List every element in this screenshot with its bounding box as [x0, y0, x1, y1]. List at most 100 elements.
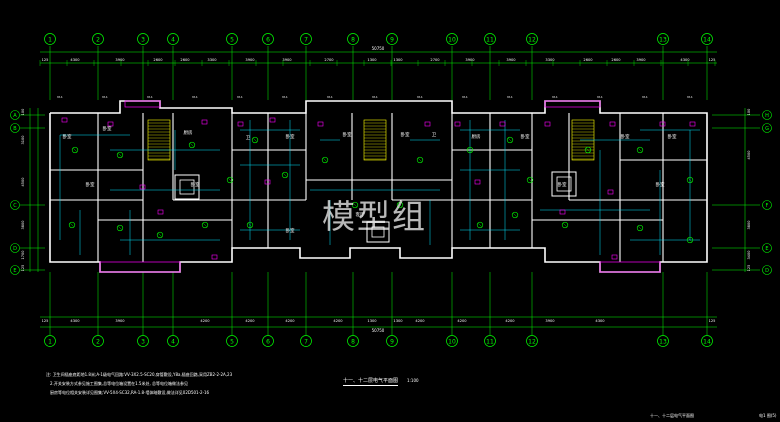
distribution-box-icon	[317, 121, 324, 127]
light-fixture-icon	[636, 146, 644, 154]
axis-bubble-top	[92, 33, 104, 45]
light-fixture-cross	[467, 147, 473, 153]
axis-bubble-right	[762, 110, 772, 120]
room-label: 卧室	[191, 181, 200, 188]
dim-text-top: 3900	[465, 58, 475, 62]
light-fixture-cross	[157, 232, 163, 238]
room-label: 卧室	[621, 133, 630, 140]
light-fixture-cross	[687, 177, 693, 183]
axis-label-right: D	[765, 268, 769, 274]
window-tag: M-1	[507, 95, 513, 99]
axis-bubble-top	[526, 33, 538, 45]
dim-text-top: 3900	[282, 58, 292, 62]
light-fixture-cross	[637, 225, 643, 231]
light-fixture-icon	[201, 221, 209, 229]
distribution-box-icon	[211, 254, 218, 260]
dim-text-top: 125	[42, 58, 49, 62]
axis-bubble-top	[226, 33, 238, 45]
room-label: 卧室	[401, 131, 410, 138]
light-fixture-cross	[282, 172, 288, 178]
axis-bubble-top	[446, 33, 458, 45]
distribution-box-icon	[499, 121, 506, 127]
distribution-box-icon	[607, 189, 614, 195]
elevator-car	[371, 226, 385, 238]
light-fixture-icon	[116, 151, 124, 159]
axis-bubble-bottom	[446, 335, 458, 347]
light-fixture-cross	[117, 152, 123, 158]
axis-label-top: 12	[528, 37, 536, 44]
axis-bubble-bottom	[262, 335, 274, 347]
axis-bubble-top	[300, 33, 312, 45]
distribution-box-icon	[611, 254, 618, 260]
light-fixture-icon	[321, 156, 329, 164]
drawing-scale: 1:100	[407, 378, 419, 383]
light-fixture-cross	[527, 177, 533, 183]
axis-bubble-left	[10, 110, 20, 120]
balcony	[99, 261, 181, 273]
window-tag: M-1	[237, 95, 243, 99]
room-label: 卧室	[668, 133, 677, 140]
dim-text-bottom: 125	[42, 319, 49, 323]
corner-title: 十一、十二层电气平面图	[650, 413, 694, 418]
room-label: 卧室	[558, 181, 567, 188]
dim-text-bottom: 4200	[285, 319, 295, 323]
room-label: 卫	[246, 135, 251, 141]
dim-text-bottom: 1300	[367, 319, 377, 323]
dim-text-top: 3900	[245, 58, 255, 62]
axis-label-bottom: 4	[171, 339, 175, 346]
axis-bubble-top	[44, 33, 56, 45]
dim-text-right: 3400	[747, 251, 751, 260]
room-label: 卧室	[656, 181, 665, 188]
light-fixture-icon	[188, 141, 196, 149]
window-tag: M-1	[462, 95, 468, 99]
distribution-box-icon	[269, 117, 276, 123]
axis-bubble-left	[10, 123, 20, 133]
axis-bubble-bottom	[44, 335, 56, 347]
axis-bubble-top	[386, 33, 398, 45]
room-label: 卧室	[86, 181, 95, 188]
light-fixture-icon	[636, 224, 644, 232]
dim-text-bottom: 4200	[415, 319, 425, 323]
room-label: 厨房	[184, 129, 193, 136]
dim-text-left: 4500	[21, 178, 25, 187]
balcony	[544, 100, 601, 108]
dim-text-bottom: 1300	[393, 319, 403, 323]
axis-label-top: 8	[351, 37, 355, 44]
distribution-box-icon	[474, 179, 481, 185]
window-tag: M-1	[327, 95, 333, 99]
corner-stamp: 电1 图(5)	[759, 413, 777, 418]
axis-label-top: 5	[230, 37, 234, 44]
light-fixture-icon	[71, 146, 79, 154]
light-fixture-cross	[512, 212, 518, 218]
room-label: 客厅	[356, 211, 365, 218]
stair-left	[147, 119, 171, 161]
distribution-box-icon	[424, 121, 431, 127]
light-fixture-cross	[69, 222, 75, 228]
light-fixture-cross	[252, 137, 258, 143]
light-fixture-icon	[251, 136, 259, 144]
axis-bubble-bottom	[526, 335, 538, 347]
axis-bubble-top	[167, 33, 179, 45]
window-tag: M-1	[687, 95, 693, 99]
watermark-text: 模型组	[322, 197, 427, 236]
light-fixture-icon	[686, 176, 694, 184]
distribution-box-icon	[559, 209, 566, 215]
room-label: 厨房	[472, 133, 481, 140]
dim-text-bottom: 3900	[545, 319, 555, 323]
dim-text-right: 100	[747, 109, 751, 116]
light-fixture-icon	[156, 231, 164, 239]
balcony	[599, 261, 661, 273]
axis-label-top: 6	[266, 37, 270, 44]
light-fixture-icon	[416, 156, 424, 164]
balcony	[124, 100, 161, 108]
light-fixture-icon	[68, 221, 76, 229]
light-fixture-icon	[476, 221, 484, 229]
dim-text-top: 2600	[153, 58, 163, 62]
axis-bubble-bottom	[484, 335, 496, 347]
light-fixture-icon	[116, 224, 124, 232]
axis-label-bottom: 2	[96, 339, 100, 346]
dim-text-bottom: 4300	[595, 319, 605, 323]
axis-bubble-bottom	[137, 335, 149, 347]
room-label: 卧室	[286, 133, 295, 140]
